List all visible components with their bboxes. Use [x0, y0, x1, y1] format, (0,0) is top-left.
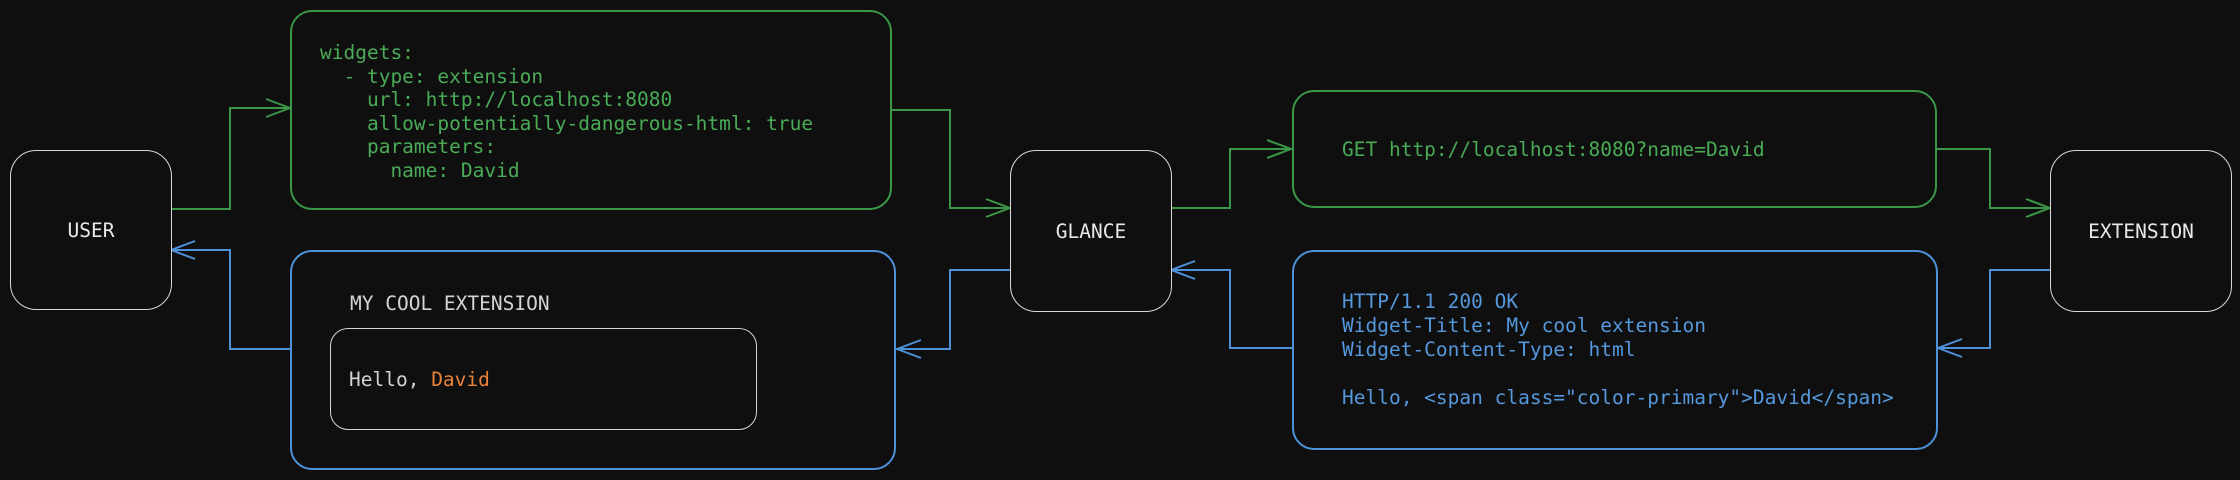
wire-response-to-glance: [1173, 269, 1292, 349]
config-yaml-box: widgets: - type: extension url: http://l…: [290, 10, 892, 210]
widget-title: MY COOL EXTENSION: [350, 292, 550, 315]
http-request-box: GET http://localhost:8080?name=David: [1292, 90, 1937, 208]
arrowhead-into-response: [1935, 338, 1963, 358]
node-user: USER: [10, 150, 172, 310]
arrowhead-into-widget: [894, 339, 922, 359]
wire-glance-to-request: [1170, 148, 1289, 209]
wire-user-to-config: [170, 107, 288, 210]
config-yaml-code: widgets: - type: extension url: http://l…: [320, 41, 814, 182]
widget-greeting-card: Hello, David: [330, 328, 757, 430]
wire-glance-to-widget: [899, 269, 1010, 350]
http-response-code: HTTP/1.1 200 OK Widget-Title: My cool ex…: [1342, 290, 1894, 409]
http-request-code: GET http://localhost:8080?name=David: [1342, 137, 1765, 161]
wire-request-to-extension: [1936, 148, 2048, 209]
node-extension: EXTENSION: [2050, 150, 2232, 312]
wire-extension-to-response: [1940, 269, 2050, 349]
node-glance-label: GLANCE: [1055, 219, 1127, 243]
arrowhead-into-request: [1266, 139, 1294, 159]
http-response-box: HTTP/1.1 200 OK Widget-Title: My cool ex…: [1292, 250, 1938, 450]
widget-preview-box: MY COOL EXTENSION Hello, David: [290, 250, 896, 470]
greeting-prefix: Hello,: [349, 367, 432, 391]
greeting-name: David: [431, 367, 490, 391]
node-glance: GLANCE: [1010, 150, 1172, 312]
node-user-label: USER: [67, 218, 115, 242]
node-extension-label: EXTENSION: [2088, 219, 2194, 243]
wire-widget-to-user: [173, 249, 290, 350]
wire-config-to-glance: [892, 109, 1008, 209]
